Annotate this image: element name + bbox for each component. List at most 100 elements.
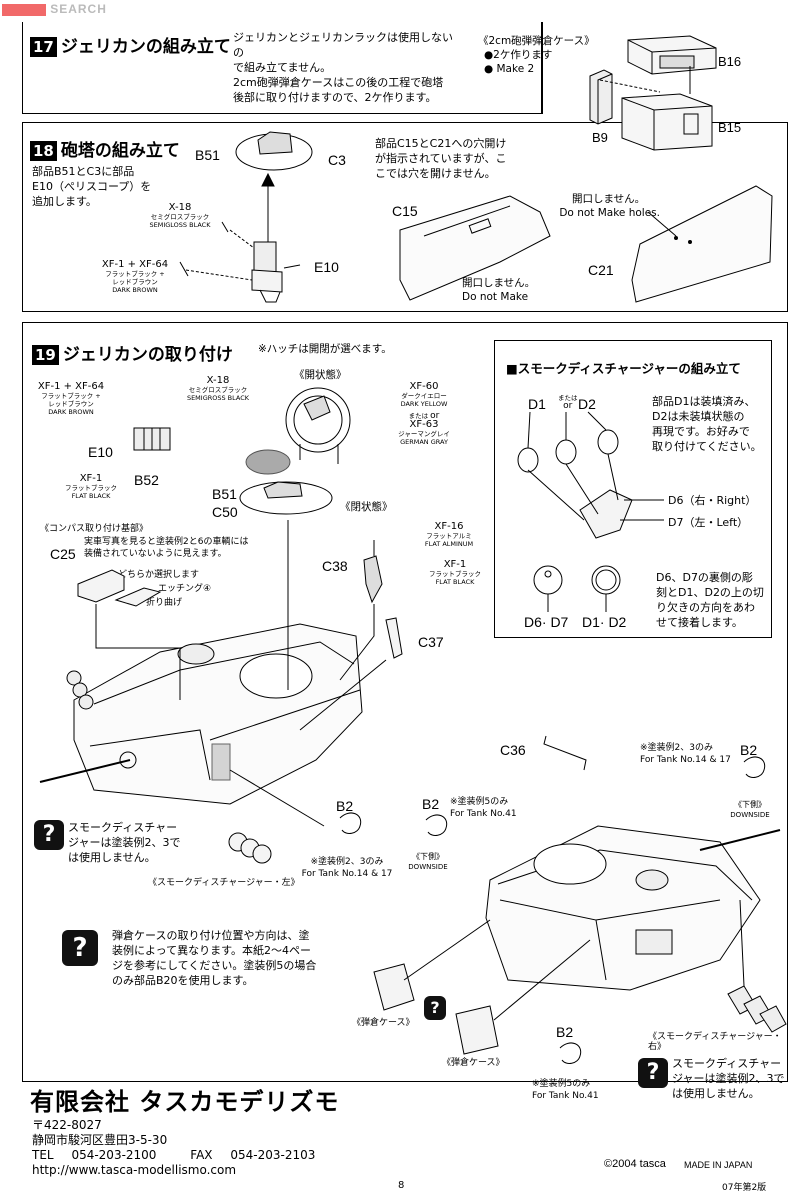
smoke-note-line: D2は未装填状態の — [652, 410, 745, 423]
part-c21-label: C21 — [588, 262, 614, 278]
step17-make-en: ● Make 2 — [484, 63, 535, 75]
info-question-icon: ? — [638, 1058, 668, 1088]
b2-note: ※塗装例2、3のみ — [310, 857, 384, 867]
part-b2-label-b: B2 — [422, 796, 440, 812]
part-d7-label: D7（左・Left） — [668, 516, 749, 529]
paint-code: XF-1 + XF-64 — [37, 381, 105, 392]
or-jp: または — [408, 412, 429, 420]
paint-name-jp: フラットアルミ — [426, 532, 472, 540]
step17-text-line: 2cm砲弾弾倉ケースはこの後の工程で砲塔 — [233, 76, 444, 89]
compass-title: 《コンパス取り付け基部》 — [40, 524, 149, 534]
fax-label: FAX — [190, 1148, 213, 1162]
paint-name-jp: レッドブラウン — [48, 400, 94, 408]
part-b51-label: B51 — [195, 147, 220, 163]
step18-text-line: 部品B51とC3に部品 — [32, 165, 135, 178]
paint-name-jp: セミグロスブラック — [188, 386, 248, 394]
paint-name-jp: フラットブラック — [65, 484, 117, 492]
paint-name-jp: フラットブラック + — [41, 392, 101, 400]
smoke-note2-line: D6、D7の裏側の彫 — [656, 571, 753, 584]
smoke-right-note: スモークディスチャー ジャーは塗装例2、3で は使用しません。 — [672, 1056, 784, 1101]
downside-en: DOWNSIDE — [408, 863, 448, 871]
paint-xf1-b: XF-1 フラットブラック FLAT BLACK — [420, 559, 490, 587]
paint-or: または or — [384, 412, 464, 421]
smoke-note2-line: 刻とD1、D2の上の切 — [656, 586, 764, 599]
step18-text-line: E10（ぺリスコープ）を — [32, 180, 152, 193]
b2-note: ※塗装例5のみ — [532, 1079, 591, 1089]
downside-en: DOWNSIDE — [730, 811, 770, 819]
part-c15-label: C15 — [392, 203, 418, 219]
paint-name-en: SEMIGROSS BLACK — [186, 394, 250, 402]
step17-make-jp: ●2ケ作ります — [484, 49, 553, 61]
step18-title: 砲塔の組み立て — [60, 141, 180, 161]
smoke-or: または or — [558, 394, 578, 411]
part-b9-label: B9 — [592, 130, 608, 145]
paint-code: X-18 — [168, 202, 192, 213]
paint-name-en: DARK BROWN — [48, 408, 94, 416]
step18-note-line: 部品C15とC21への穴開け — [375, 137, 507, 150]
smoke-left-label: 《スモークディスチャージャー・左》 — [148, 878, 300, 888]
part-b52-label: B52 — [134, 472, 159, 488]
paint-name-en: GERMAN GRAY — [400, 438, 448, 446]
smoke-note-line: 再現です。お好みで — [652, 425, 750, 438]
step18-hole-note-1: 開口しません。 Do not Make — [462, 276, 535, 304]
smoke-box — [494, 340, 772, 638]
open-state-label: 《開状態》 — [294, 369, 347, 381]
part-c50-label: C50 — [212, 504, 238, 520]
paint-code: XF-1 — [443, 559, 467, 570]
fax-number: 054-203-2103 — [230, 1148, 316, 1162]
smoke-note-line: スモークディスチャー — [68, 821, 178, 834]
hole-note-jp: 開口しません。 — [462, 277, 536, 289]
step18-note-line: が指示されていますが、こ — [375, 152, 507, 165]
step17-box — [22, 22, 542, 114]
b2-tank: For Tank No.14 & 17 — [301, 869, 393, 879]
paint-code: XF-16 — [434, 521, 464, 532]
paint-code: XF-1 — [79, 473, 103, 484]
ammo-note: 弾倉ケースの取り付け位置や方向は、塗 装例によって異なります。本紙2～4ペー ジ… — [112, 928, 316, 988]
company-url[interactable]: http://www.tasca-modellismo.com — [32, 1163, 237, 1177]
b2-downside-c: 《下側》 DOWNSIDE — [720, 800, 780, 820]
smoke-note2: D6、D7の裏側の彫 刻とD1、D2の上の切 り欠きの方向をあわ せて接着します… — [656, 570, 764, 630]
step19-box — [22, 322, 788, 1082]
step19-number: 19 — [32, 345, 59, 365]
paint-code: XF-60 — [409, 381, 439, 392]
b2-note: ※塗装例5のみ — [450, 797, 509, 807]
paint-xf60: XF-60 ダークイエロー DARK YELLOW または or XF-63 ジ… — [384, 381, 464, 447]
part-b2-label-a: B2 — [336, 798, 354, 814]
step18-text-line: 追加します。 — [32, 195, 97, 208]
step18-paint-xf1-xf64: XF-1 + XF-64 フラットブラック + レッドブラウン DARK BRO… — [90, 260, 180, 295]
smoke-right-label: 《スモークディスチャージャー・右》 — [648, 1032, 782, 1052]
part-e10-label: E10 — [314, 259, 339, 275]
hole-note-jp: 開口しません。 — [572, 193, 646, 205]
b2-note-a: ※塗装例2、3のみ For Tank No.14 & 17 — [292, 856, 402, 880]
part-c25-label: C25 — [50, 546, 76, 562]
hole-note-en: Do not Make holes. — [559, 207, 660, 219]
fold-text: 折り曲げ — [146, 598, 183, 608]
made-in-japan: MADE IN JAPAN — [684, 1160, 753, 1170]
part-b51-label: B51 — [212, 486, 237, 502]
smoke-left-note: スモークディスチャー ジャーは塗装例2、3で は使用しません。 — [68, 820, 180, 865]
b2-note-b: ※塗装例5のみ For Tank No.41 — [450, 796, 517, 820]
step17-text-line: ジェリカンとジェリカンラックは使用しないの — [233, 31, 453, 59]
part-c37-label: C37 — [418, 634, 444, 650]
company-info: 〒422-8027 静岡市駿河区豊田3-5-30 TEL 054-203-210… — [32, 1118, 315, 1178]
smoke-note-line: は使用しません。 — [672, 1087, 760, 1100]
part-b16-label: B16 — [718, 54, 742, 69]
paint-x18: X-18 セミグロスブラック SEMIGROSS BLACK — [178, 376, 258, 403]
b2-tank: For Tank No.41 — [532, 1091, 599, 1101]
company-name: 有限会社 タスカモデリズモ — [30, 1088, 340, 1116]
step18-number: 18 — [30, 141, 57, 161]
company-phone: TEL 054-203-2100 FAX 054-203-2103 — [32, 1148, 315, 1163]
b2-tank: For Tank No.41 — [450, 809, 517, 819]
choose-text: どちらか選択します — [118, 570, 200, 580]
step17-number: 17 — [30, 37, 57, 57]
paint-name-en: FLAT ALMINUM — [424, 540, 474, 548]
part-c3-label: C3 — [328, 152, 346, 168]
ammo-note-line: 装例によって異なります。本紙2～4ペー — [112, 944, 312, 957]
step18-paint-x18: X-18 セミグロスブラック SEMIGLOSS BLACK — [140, 202, 220, 230]
watermark-logo: SEARCH — [2, 2, 107, 16]
page-number: 8 — [398, 1180, 405, 1191]
ammo-note-line: のみ部品B20を使用します。 — [112, 974, 254, 987]
paint-xf1: XF-1 フラットブラック FLAT BLACK — [56, 473, 126, 501]
compass-note-line: 装備されていないように見えます。 — [84, 549, 227, 559]
